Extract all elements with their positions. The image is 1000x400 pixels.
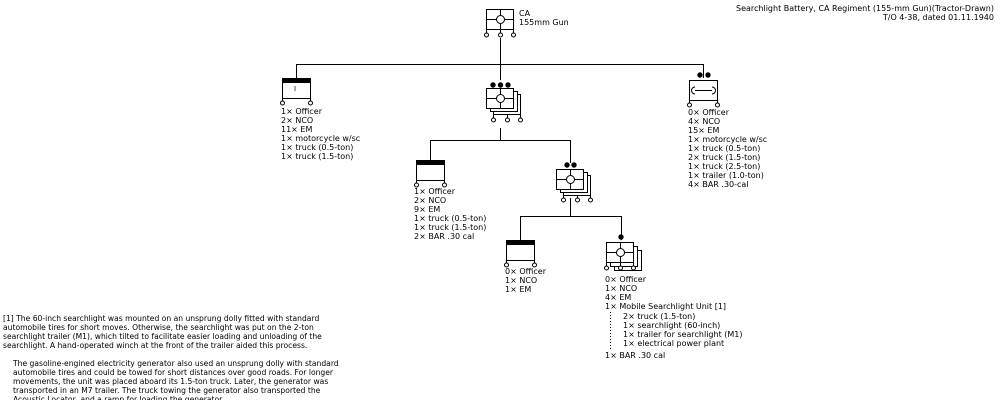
- chart-title-line2: T/O 4-38, dated 01.11.1940: [882, 13, 994, 22]
- list-item: 15× EM: [688, 126, 720, 135]
- right-maintenance-symbol: [687, 72, 720, 108]
- mid-hq-symbol: [414, 160, 447, 188]
- list-item: 11× EM: [281, 125, 313, 134]
- footnote-1: [1] The 60-inch searchlight was mounted …: [3, 314, 322, 350]
- list-item: 1× truck (0.5-ton): [414, 214, 487, 223]
- left-unit-list: 1× Officer 2× NCO 11× EM 1× motorcycle w…: [281, 107, 360, 161]
- list-item: 1× trailer for searchlight (M1): [623, 330, 743, 339]
- small-hq-symbol: [504, 240, 537, 268]
- list-item: 1× Officer: [281, 107, 322, 116]
- chart-title: Searchlight Battery, CA Regiment (155-mm…: [736, 4, 994, 22]
- small-hq-list: 0× Officer 1× NCO 1× EM: [505, 267, 546, 294]
- list-item: 1× electrical power plant: [623, 339, 725, 348]
- list-item: 2× truck (1.5-ton): [623, 312, 696, 321]
- searchlight-battery-symbol: [484, 9, 516, 38]
- top-unit-type: 155mm Gun: [519, 18, 569, 27]
- list-item: 1× NCO: [505, 276, 538, 285]
- list-item: 1× truck (0.5-ton): [281, 143, 354, 152]
- squad-bar-line: 1× BAR .30 cal: [605, 351, 666, 360]
- list-item: 1× motorcycle w/sc: [281, 134, 361, 143]
- list-item: 1× EM: [505, 285, 532, 294]
- list-item: 1× truck (0.5-ton): [688, 144, 761, 153]
- msu-components-list: 2× truck (1.5-ton) 1× searchlight (60-in…: [623, 312, 743, 348]
- list-item: 0× Officer: [505, 267, 546, 276]
- right-unit-list: 0× Officer 4× NCO 15× EM 1× motorcycle w…: [688, 108, 767, 189]
- list-item: 1× truck (2.5-ton): [688, 162, 761, 171]
- list-item: 1× trailer (1.0-ton): [688, 171, 764, 180]
- list-item: 2× truck (1.5-ton): [688, 153, 761, 162]
- list-item: 1× truck (1.5-ton): [414, 223, 487, 232]
- platoon-symbol: [486, 82, 523, 123]
- list-item: 2× NCO: [281, 116, 314, 125]
- list-item: 1× NCO: [605, 284, 638, 293]
- list-item: 1× truck (1.5-ton): [281, 152, 354, 161]
- mid-hq-list: 1× Officer 2× NCO 9× EM 1× truck (0.5-to…: [414, 187, 486, 241]
- section-symbol: [556, 162, 593, 203]
- top-unit-branch: CA: [519, 9, 531, 18]
- list-item: 1× motorcycle w/sc: [688, 135, 768, 144]
- list-item: 0× Officer: [688, 108, 729, 117]
- list-item: 2× NCO: [414, 196, 447, 205]
- left-hq-symbol: [280, 78, 313, 106]
- list-item: 1× searchlight (60-inch): [623, 321, 721, 330]
- list-item: 2× BAR .30 cal: [414, 232, 475, 241]
- left-hq-symbol-label: I: [294, 85, 297, 93]
- top-unit-label: CA 155mm Gun: [519, 9, 569, 27]
- footnote-2: The gasoline-engined electricity generat…: [13, 359, 339, 400]
- list-item: 1× Officer: [414, 187, 455, 196]
- list-item: 1× Mobile Searchlight Unit [1]: [605, 302, 727, 311]
- squad-list: 0× Officer 1× NCO 4× EM 1× Mobile Search…: [605, 275, 726, 311]
- squad-symbol: [604, 234, 642, 271]
- list-item: 4× EM: [605, 293, 632, 302]
- list-item: 0× Officer: [605, 275, 646, 284]
- list-item: 4× NCO: [688, 117, 721, 126]
- list-item: 9× EM: [414, 205, 441, 214]
- list-item: 4× BAR .30-cal: [688, 180, 749, 189]
- chart-title-line1: Searchlight Battery, CA Regiment (155-mm…: [735, 4, 994, 13]
